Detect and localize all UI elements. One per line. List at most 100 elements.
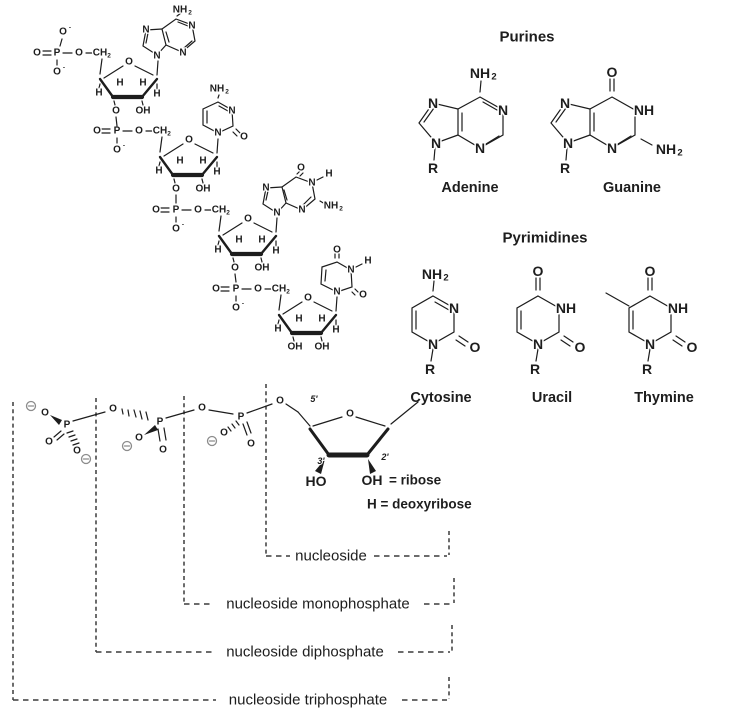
atom-N: N [308,178,315,189]
atom-O: O [575,339,586,355]
atom-H: H [155,166,162,177]
atom-O: O [59,27,67,38]
atom-CH2: CH [212,205,226,216]
adenine-label: Adenine [441,180,498,196]
atom-O: O [240,132,248,143]
atom-N: N [428,95,438,111]
atom-O: O [232,303,240,314]
atom-P: P [54,48,61,59]
atom-N: N [333,287,340,298]
uracil-structure: O NH N O R Uracil [516,262,587,406]
backbone-connector-bonds [115,116,237,283]
atom-N: N [153,51,160,62]
atom-O: O [304,293,312,304]
purines-heading: Purines [499,29,554,46]
atom-O: O [113,145,121,156]
charge-minus: - [69,25,71,32]
ribose-sugar: O 5' O 3' 2' HO OH = ribose H = deoxyrib… [275,393,474,513]
atom-P: P [233,284,240,295]
atom-N: N [228,106,235,117]
triphosphate-structure: O P O O O O P O O P O O [12,384,474,700]
gamma-phosphate: O P O O [25,400,106,465]
atom-O: O [53,67,61,78]
atom-sub2: 2 [443,273,448,284]
atom-R: R [530,361,540,377]
ribose-ring-bonds [217,217,278,263]
five-prime-label: 5' [310,394,318,404]
atom-H: H [318,314,325,325]
atom-R: R [428,160,438,176]
ribose-note: = ribose [389,473,442,488]
span-brackets: nucleoside nucleoside monophosphate nucl… [13,531,455,710]
ribose-ring-bonds [158,138,219,184]
atom-H: H [213,167,220,178]
atom-P: P [238,412,245,423]
atom-sub2: 2 [226,210,230,217]
thymine-label: Thymine [634,390,694,406]
atom-O: O [254,284,262,295]
atom-O: O [297,163,305,174]
atom-H: H [235,235,242,246]
atom-NH2: NH [324,201,338,212]
atom-O: O [244,214,252,225]
atom-O: O [75,48,83,59]
atom-N: N [560,95,570,111]
atom-N: N [428,336,438,352]
atom-H: H [364,256,371,267]
atom-N: N [431,135,441,151]
atom-sub2: 2 [491,72,496,83]
atom-OH: OH [255,263,270,274]
span-label-monophosphate: nucleoside monophosphate [226,596,409,613]
atom-O: O [247,439,255,450]
atom-H: H [295,314,302,325]
ribose-ring-bonds [98,60,159,106]
atom-O: O [333,245,341,256]
guanine-label: Guanine [603,180,661,196]
atom-NH: NH [634,102,654,118]
atom-H: H [214,245,221,256]
atom-HO: HO [306,473,327,489]
atom-NH2: NH [422,266,442,282]
ribose-ring-bonds [277,296,338,342]
span-nucleoside-triphosphate: nucleoside triphosphate [13,677,450,710]
span-nucleoside-diphosphate: nucleoside diphosphate [96,625,453,662]
atom-O: O [135,433,143,444]
atom-OH: OH [136,106,151,117]
atom-H: H [272,246,279,257]
atom-H: H [274,324,281,335]
span-label-diphosphate: nucleoside diphosphate [226,644,384,661]
atom-sub2: 2 [225,89,229,96]
beta-phosphate: O O P O [108,402,195,457]
deoxyribose-note: H = deoxyribose [367,497,472,512]
atom-H: H [332,325,339,336]
atom-sub2: 2 [167,131,171,138]
charge-minus: - [63,65,65,72]
atom-sub2: 2 [107,53,111,60]
cytosine-base-bonds [202,94,241,137]
atom-N: N [498,102,508,118]
phosphate-bonds [42,38,103,75]
atom-N: N [142,25,149,36]
atom-P: P [114,126,121,137]
atom-sub2: 2 [286,289,290,296]
atom-O: O [125,57,133,68]
atom-O: O [33,48,41,59]
charge-minus: - [123,143,125,150]
atom-N: N [262,183,269,194]
atom-NH2: NH [210,84,224,95]
charge-minus: - [242,301,244,308]
cytosine-label: Cytosine [410,390,471,406]
adenine-base-bonds [142,12,196,56]
atom-N: N [475,140,485,156]
atom-N: N [449,300,459,316]
atom-N: N [347,265,354,276]
atom-O: O [359,290,367,301]
atom-H: H [176,156,183,167]
